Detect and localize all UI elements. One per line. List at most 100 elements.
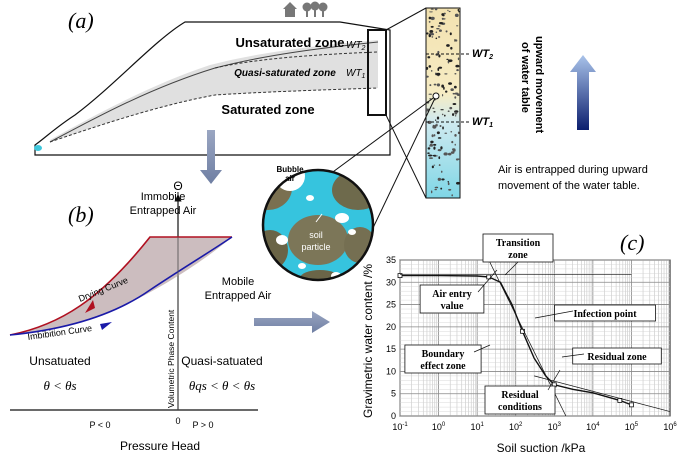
column-speck: [441, 93, 444, 97]
column-speck: [429, 29, 434, 33]
imbibition-arrow-icon: [100, 322, 112, 330]
column-speck: [454, 133, 457, 137]
drying-arrow-icon: [85, 300, 95, 313]
swcc-x-tick: 104: [586, 422, 600, 432]
column-speck: [436, 83, 441, 87]
column-speck: [437, 137, 442, 139]
column-speck: [457, 125, 460, 127]
bubble-label: Bubble: [276, 165, 304, 174]
upward-movement-text-1: upward movement: [533, 36, 545, 134]
column-speck: [433, 83, 437, 86]
swcc-x-tick: 106: [663, 422, 677, 432]
swcc-y-tick: 10: [386, 366, 396, 376]
panel-c-label: (c): [620, 230, 644, 255]
column-speck: [430, 32, 435, 36]
quasi-saturated-band: [50, 40, 378, 142]
swcc-inflection-point-text: Infection point: [573, 309, 637, 320]
column-speck: [446, 58, 449, 60]
swcc-residual-conditions-text: conditions: [498, 402, 542, 413]
column-speck: [452, 113, 455, 117]
column-speck: [454, 92, 459, 95]
swcc-data-point: [629, 402, 634, 408]
column-speck: [435, 31, 438, 33]
swcc-air-entry-value-text: value: [441, 301, 464, 312]
column-speck: [428, 20, 431, 23]
swcc-air-entry-value-box: [419, 284, 485, 314]
column-speck: [438, 22, 444, 25]
right-arrow-icon: [254, 311, 330, 333]
column-speck: [437, 50, 440, 54]
column-speck: [430, 190, 433, 194]
column-speck: [454, 143, 456, 146]
soil-label: soil: [309, 230, 323, 240]
column-speck: [454, 111, 458, 115]
swcc-x-axis-label: Soil suction /kPa: [497, 441, 586, 455]
column-speck: [448, 59, 453, 62]
column-speck: [435, 119, 437, 121]
column-speck: [442, 18, 446, 20]
swcc-y-tick: 30: [386, 277, 396, 287]
column-speck: [448, 10, 451, 13]
theta-axis-label: Θ: [173, 179, 182, 193]
swcc-y-tick: 0: [391, 411, 396, 421]
column-speck: [452, 92, 456, 95]
note-line-2: movement of the water table.: [498, 180, 640, 192]
column-speck: [458, 10, 460, 13]
swcc-boundary-effect-zone-box: [404, 344, 482, 374]
column-speck: [427, 152, 430, 154]
swcc-pointer: [534, 310, 574, 319]
column-speck: [454, 96, 457, 99]
column-speck: [447, 182, 450, 186]
air-label: air: [285, 174, 295, 183]
column-speck: [457, 131, 460, 135]
column-speck: [432, 124, 435, 127]
column-speck: [448, 188, 452, 191]
column-speck: [427, 147, 431, 150]
column-speck: [433, 111, 436, 113]
column-speck: [431, 134, 434, 138]
column-speck: [436, 27, 440, 30]
house-icon: [283, 2, 297, 17]
swcc-pointer: [547, 369, 561, 391]
column-speck: [427, 56, 431, 59]
column-speck: [434, 124, 438, 127]
swcc-data-point: [397, 273, 403, 279]
column-speck: [430, 8, 434, 10]
column-speck: [447, 110, 450, 112]
column-speck: [436, 131, 440, 135]
column-speck: [438, 156, 441, 160]
column-speck: [433, 164, 436, 166]
swcc-x-tick: 103: [548, 422, 562, 432]
swcc-y-tick: 25: [386, 300, 396, 310]
column-speck: [428, 154, 433, 157]
column-speck: [430, 25, 434, 28]
column-speck: [452, 102, 457, 105]
swcc-data-point: [520, 328, 525, 334]
swcc-boundary-effect-zone-text: effect zone: [420, 361, 466, 372]
column-speck: [443, 152, 448, 156]
swcc-air-entry-value-text: Air entry: [432, 289, 472, 300]
swcc-transition-zone-text: zone: [508, 250, 528, 261]
column-speck: [457, 8, 460, 12]
down-arrow-icon: [200, 130, 222, 184]
quasi-condition: θqs < θ < θs: [189, 378, 255, 393]
column-speck: [428, 16, 432, 20]
column-speck: [455, 39, 458, 42]
swcc-residual-zone-text: Residual zone: [587, 352, 647, 363]
swcc-x-tick: 101: [470, 422, 484, 432]
column-speck: [429, 143, 433, 147]
zoom-rectangle: [367, 29, 387, 116]
column-speck: [438, 54, 441, 58]
column-speck: [440, 170, 443, 173]
swcc-residual-conditions-text: Residual: [501, 390, 538, 401]
column-speck: [451, 140, 454, 144]
column-speck: [438, 164, 441, 166]
column-speck: [445, 90, 448, 93]
column-speck: [441, 13, 445, 16]
upward-arrow-icon: [570, 55, 596, 130]
column-speck: [447, 152, 452, 156]
particle-label: particle: [301, 242, 330, 252]
swcc-x-tick: 10-1: [392, 422, 408, 432]
